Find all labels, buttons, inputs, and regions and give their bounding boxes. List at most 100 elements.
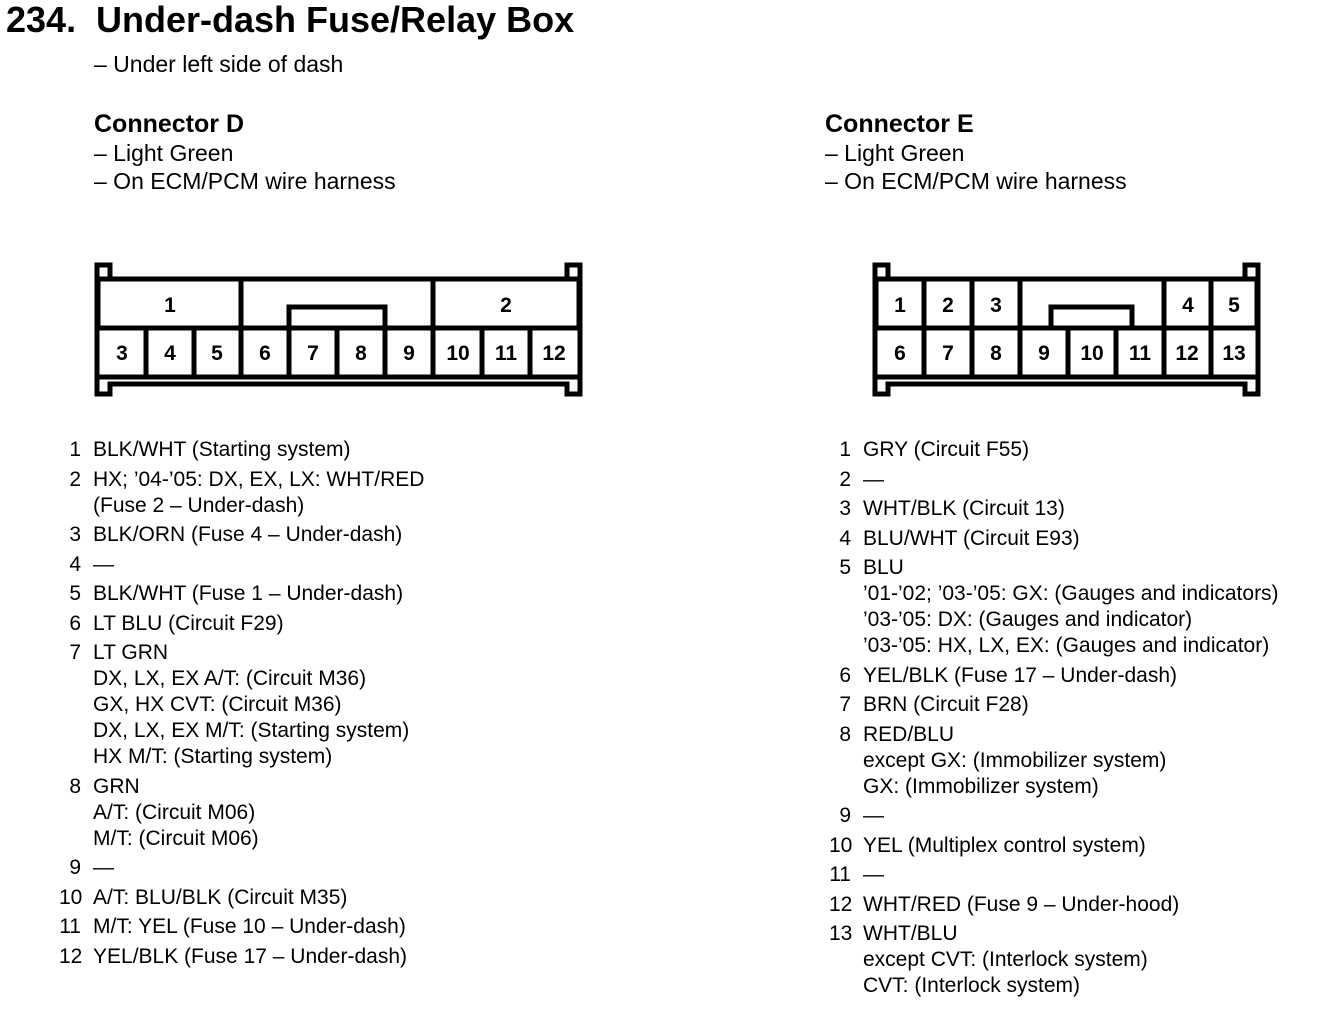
cavity-label: 8 [990, 342, 1002, 365]
pin-variant: GX: (Immobilizer system) [863, 774, 1099, 798]
cavity-label: 2 [500, 294, 512, 317]
pin-entry: 6 LT BLU (Circuit F29) [59, 611, 424, 637]
pin-description: GRY (Circuit F55) [863, 438, 1030, 461]
cavity-label: 3 [990, 294, 1002, 317]
pin-entry: 1 GRY (Circuit F55) [829, 437, 1279, 463]
cavity-label: 2 [942, 294, 954, 317]
connector-e-color: – Light Green [825, 139, 965, 166]
pin-description: BLK/WHT (Fuse 1 – Under-dash) [93, 582, 404, 605]
pin-variant: except CVT: (Interlock system) [863, 948, 1148, 971]
pin-number: 12 [829, 892, 853, 916]
connector-d-diagram: 1 2 3 4 5 6 7 8 9 10 11 12 [90, 260, 590, 402]
pin-entry: 7 LT GRN DX, LX, EX A/T: (Circuit M36) GX, … [59, 640, 424, 770]
pin-description: — [863, 804, 884, 827]
connector-d-header: Connector D – Light Green – On ECM/PCM w… [94, 110, 396, 196]
cavity-label: 13 [1222, 342, 1245, 365]
cavity-label: 12 [542, 342, 565, 365]
cavity-label: 7 [307, 342, 319, 365]
pin-number: 3 [839, 497, 851, 520]
pin-description: YEL (Multiplex control system) [863, 833, 1146, 857]
location-note: – Under left side of dash [94, 51, 344, 77]
pin-entry: 5 BLK/WHT (Fuse 1 – Under-dash) [59, 581, 424, 607]
cavity-label: 12 [1175, 342, 1198, 365]
pin-number: 4 [839, 526, 851, 550]
cavity-label: 7 [942, 342, 954, 365]
cavity-label: 5 [1228, 294, 1240, 317]
pin-variant: ’03-’05: HX, LX, EX: (Gauges and indicat… [863, 634, 1270, 657]
pin-description: WHT/BLU [863, 922, 958, 945]
pin-number: 9 [839, 804, 851, 827]
pin-description: LT GRN [93, 641, 169, 664]
pin-variant: DX, LX, EX M/T: (Starting system) [93, 719, 410, 742]
pin-entry: 6 YEL/BLK (Fuse 17 – Under-dash) [829, 663, 1279, 689]
pin-number: 7 [839, 693, 851, 716]
connector-d-name: Connector D [94, 110, 244, 138]
pin-number: 5 [69, 582, 81, 605]
pin-number: 10 [59, 885, 83, 909]
cavity-label: 10 [1080, 342, 1103, 365]
connector-d-location: – On ECM/PCM wire harness [94, 168, 396, 194]
pin-description: — [93, 856, 114, 879]
section-title: Under-dash Fuse/Relay Box [96, 0, 575, 40]
pin-number: 6 [69, 611, 81, 635]
pin-number: 4 [69, 552, 81, 576]
connector-e-header: Connector E – Light Green – On ECM/PCM w… [825, 110, 1127, 196]
pin-description: LT BLU (Circuit F29) [93, 611, 284, 635]
pin-number: 3 [69, 523, 81, 546]
pin-entry: 3 BLK/ORN (Fuse 4 – Under-dash) [59, 522, 424, 548]
pin-variant: DX, LX, EX A/T: (Circuit M36) [93, 667, 367, 690]
pin-number: 7 [69, 641, 81, 664]
pin-variant: GX, HX CVT: (Circuit M36) [93, 693, 342, 716]
pin-description: A/T: BLU/BLK (Circuit M35) [93, 885, 348, 909]
pin-number: 6 [839, 663, 851, 687]
cavity-label: 8 [355, 342, 367, 365]
connector-e-diagram: 1 2 3 4 5 6 7 8 9 10 11 12 13 [870, 260, 1270, 402]
pin-description: WHT/BLK (Circuit 13) [863, 497, 1065, 520]
cavity-label: 9 [1038, 342, 1050, 365]
pin-description: M/T: YEL (Fuse 10 – Under-dash) [93, 915, 406, 938]
cavity-label: 1 [894, 294, 906, 317]
pin-number: 9 [69, 856, 81, 879]
pin-description: RED/BLU [863, 722, 955, 746]
pin-description: — [863, 467, 884, 491]
pin-entry: 10 A/T: BLU/BLK (Circuit M35) [59, 885, 424, 911]
pin-variant: (Fuse 2 – Under-dash) [93, 493, 305, 517]
cavity-label: 10 [446, 342, 469, 365]
page-title: 234.Under-dash Fuse/Relay Box [6, 0, 574, 40]
pin-description: YEL/BLK (Fuse 17 – Under-dash) [863, 663, 1177, 687]
cavity-label: 11 [495, 342, 518, 365]
pin-description: BLK/WHT (Starting system) [93, 438, 351, 461]
pin-number: 8 [69, 774, 81, 798]
pin-description: BLK/ORN (Fuse 4 – Under-dash) [93, 523, 403, 546]
cavity-label: 3 [116, 342, 128, 365]
connector-e-location: – On ECM/PCM wire harness [825, 168, 1127, 194]
pin-entry: 3 WHT/BLK (Circuit 13) [829, 496, 1279, 522]
pin-number: 5 [839, 556, 851, 579]
pin-variant: ’03-’05: DX: (Gauges and indicator) [863, 608, 1193, 631]
pin-variant: except GX: (Immobilizer system) [863, 748, 1167, 772]
pin-number: 11 [59, 915, 81, 938]
pin-description: WHT/RED (Fuse 9 – Under-hood) [863, 892, 1180, 916]
pin-entry: 11 M/T: YEL (Fuse 10 – Under-dash) [59, 914, 424, 940]
pin-description: GRN [93, 774, 140, 798]
pin-entry: 9— [829, 803, 1279, 829]
pin-description: — [863, 863, 884, 886]
cavity-label: 6 [894, 342, 906, 365]
pin-number: 12 [59, 944, 83, 968]
pin-number: 1 [839, 438, 851, 461]
connector-e-name: Connector E [825, 110, 974, 138]
connector-d-color: – Light Green [94, 139, 234, 166]
pin-variant: ’01-’02; ’03-’05: GX: (Gauges and indica… [863, 582, 1279, 605]
pin-variant: M/T: (Circuit M06) [93, 826, 259, 850]
pin-entry: 11— [829, 862, 1279, 888]
pin-number: 2 [69, 467, 81, 491]
